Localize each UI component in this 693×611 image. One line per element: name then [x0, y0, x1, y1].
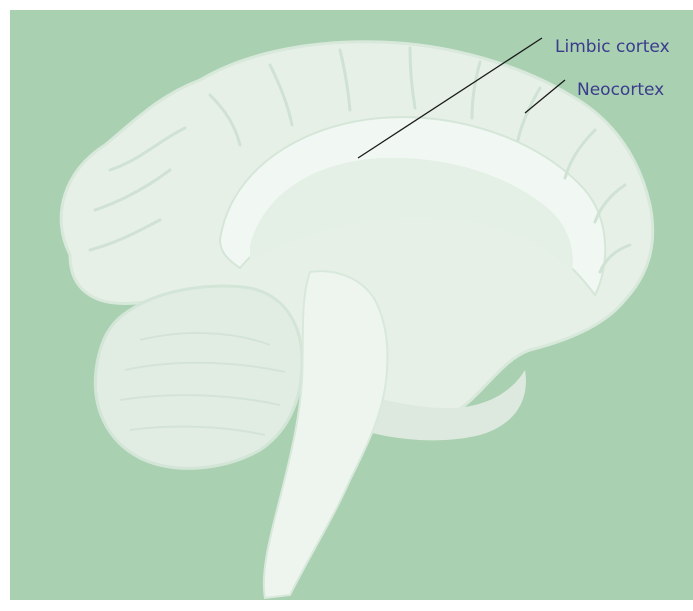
brain-diagram: Limbic cortex Neocortex [10, 10, 693, 600]
cerebellum [95, 286, 302, 468]
neocortex-label: Neocortex [577, 80, 664, 100]
limbic-cortex-label: Limbic cortex [555, 37, 670, 57]
